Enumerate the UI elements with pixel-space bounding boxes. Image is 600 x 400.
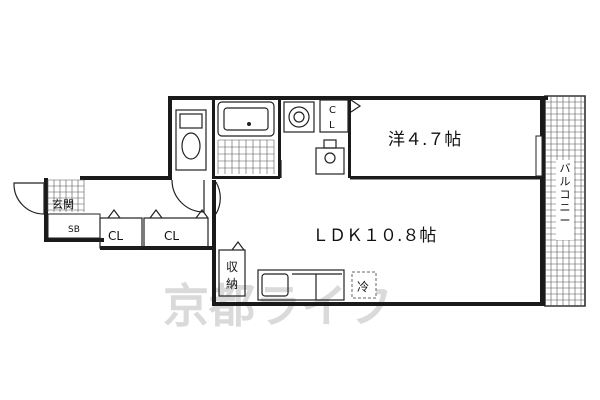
- closet-upper-label-c: C: [329, 105, 336, 116]
- entry-closet-1: CL: [99, 209, 143, 249]
- entrance-label: 玄関: [52, 197, 74, 211]
- washing-machine-icon: [315, 139, 345, 175]
- toilet-icon: [175, 109, 207, 171]
- storage-label-2: 納: [226, 277, 238, 291]
- kitchen-counter: [257, 269, 345, 301]
- bathroom-floor: [217, 139, 275, 174]
- door-swings: [13, 160, 282, 215]
- entry-closet-2: CL: [143, 209, 209, 249]
- svg-text:バルコニー: バルコニー: [560, 162, 571, 227]
- closet-upper: C L: [319, 99, 349, 133]
- storage-label-1: 収: [226, 260, 238, 274]
- western-room-label: 洋４.７帖: [388, 130, 461, 150]
- washbasin-icon: [283, 101, 315, 133]
- shoe-box-label: SB: [68, 225, 80, 235]
- bathtub-icon: [217, 101, 275, 137]
- entry-closet-2-label: CL: [164, 229, 179, 243]
- storage-closet: 収 納: [218, 241, 246, 297]
- walls: [44, 96, 548, 306]
- fridge-space: 冷: [351, 271, 377, 299]
- ldk-label: ＬＤＫ１０.８帖: [312, 226, 436, 246]
- entry-closet-1-label: CL: [108, 229, 123, 243]
- entrance-area: 玄関 SB: [47, 179, 101, 239]
- closet-door-marker: [350, 99, 362, 113]
- balcony-label: バルコニー: [556, 160, 574, 240]
- fridge-label: 冷: [357, 280, 369, 294]
- closet-upper-label-l: L: [329, 120, 335, 131]
- window-marker: [535, 135, 543, 177]
